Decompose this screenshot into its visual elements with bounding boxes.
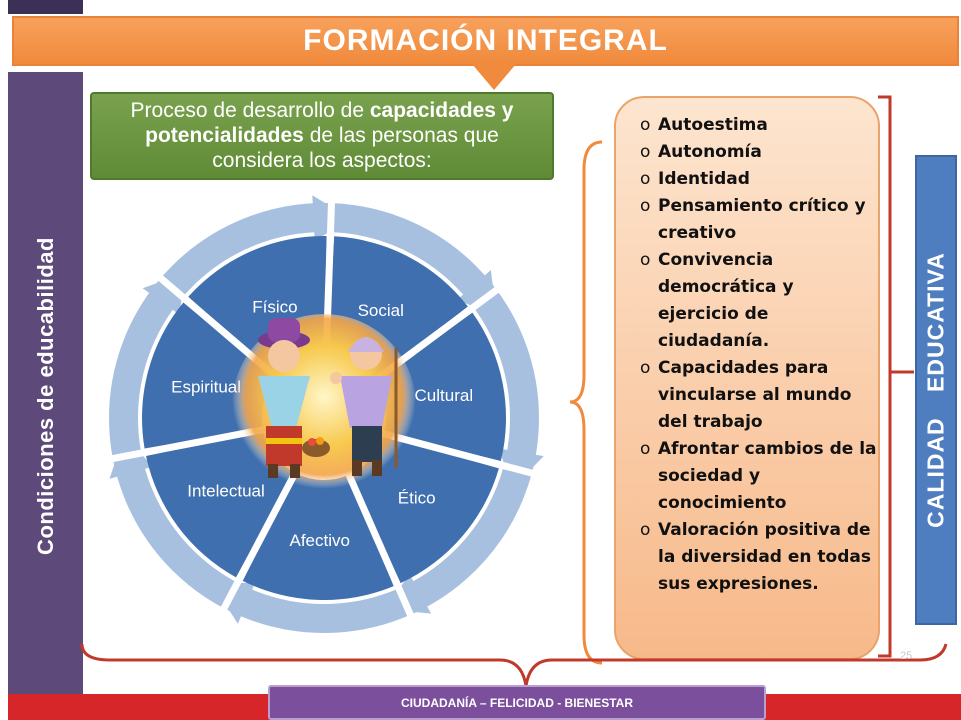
- aspect-text: Autoestima: [658, 115, 768, 135]
- aspect-item: o Autonomía: [640, 139, 880, 166]
- bullet-icon: o: [640, 169, 651, 189]
- right-vertical-label-box: CALIDAD EDUCATIVA: [915, 155, 957, 625]
- aspect-item: o Valoración positiva de la diversidad en…: [640, 517, 880, 598]
- left-vertical-bar: [8, 72, 83, 720]
- aspect-item: o Convivencia democrática y ejercicio de …: [640, 247, 880, 355]
- segment-label: Intelectual: [187, 482, 265, 501]
- bullet-icon: o: [640, 358, 651, 378]
- right-vertical-bar: [915, 155, 957, 625]
- segment-label: Afectivo: [290, 531, 350, 550]
- wheel-segment: [242, 473, 394, 600]
- aspect-item: o Pensamiento crítico y creativo: [640, 193, 880, 247]
- ring-arrowhead: [457, 270, 497, 317]
- segment-label: Ético: [398, 488, 436, 507]
- bullet-icon: o: [640, 142, 651, 162]
- ring-arrowhead: [212, 582, 256, 624]
- bullet-icon: o: [640, 250, 651, 270]
- footer-box: [268, 685, 766, 720]
- process-text-1: Proceso de desarrollo de: [130, 99, 370, 122]
- ring-arrowhead: [142, 272, 187, 315]
- left-vertical-label-box: Condiciones de educabilidad: [8, 72, 83, 720]
- aspect-text: Capacidades para vincularse al mundo del…: [658, 358, 852, 432]
- aspect-text: Valoración positiva de la diversidad en …: [658, 520, 871, 594]
- right-red-bracket: [878, 95, 914, 658]
- footer-text: CIUDADANÍA – FELICIDAD - BIENESTAR: [400, 695, 633, 710]
- bullet-icon: o: [640, 439, 651, 459]
- slide-title: FORMACIÓN INTEGRAL: [303, 24, 668, 57]
- bullet-icon: o: [640, 115, 651, 135]
- segment-label: Social: [358, 301, 404, 320]
- segment-separator: [344, 469, 416, 620]
- aspect-text: Pensamiento crítico y creativo: [658, 196, 866, 243]
- top-corner-strip: [8, 0, 83, 14]
- right-vertical-label: CALIDAD EDUCATIVA: [922, 252, 949, 528]
- aspect-item: o Autoestima: [640, 112, 880, 139]
- bottom-red-brace: [80, 643, 948, 687]
- segment-label: Cultural: [415, 386, 474, 405]
- bullet-icon: o: [640, 196, 651, 216]
- aspect-item: o Capacidades para vincularse al mundo de…: [640, 355, 880, 436]
- bullet-icon: o: [640, 520, 651, 540]
- aspect-text: Identidad: [658, 169, 750, 189]
- segment-label: Espiritual: [171, 378, 241, 397]
- children-illustration-icon: [258, 318, 398, 478]
- aspect-text: Afrontar cambios de la sociedad y conoci…: [658, 439, 877, 513]
- orange-brace: [569, 140, 603, 665]
- aspect-item: o Afrontar cambios de la sociedad y conoc…: [640, 436, 880, 517]
- title-pointer-arrow: [472, 64, 516, 90]
- process-text-bold: capacidades y potencialidades: [145, 99, 514, 147]
- segment-label: Físico: [252, 297, 297, 316]
- ring-arrowhead: [385, 574, 432, 614]
- aspect-item: o Identidad: [640, 166, 880, 193]
- aspects-panel: [614, 96, 880, 660]
- segment-separator: [219, 467, 301, 614]
- aspect-text: Convivencia democrática y ejercicio de c…: [658, 250, 794, 351]
- page-number: 25: [900, 650, 913, 662]
- process-description-box: Proceso de desarrollo de capacidades y p…: [90, 92, 554, 180]
- aspect-text: Autonomía: [658, 142, 762, 162]
- process-text-2: de las personas que considera los aspect…: [212, 124, 499, 172]
- left-vertical-label: Condiciones de educabilidad: [32, 237, 58, 555]
